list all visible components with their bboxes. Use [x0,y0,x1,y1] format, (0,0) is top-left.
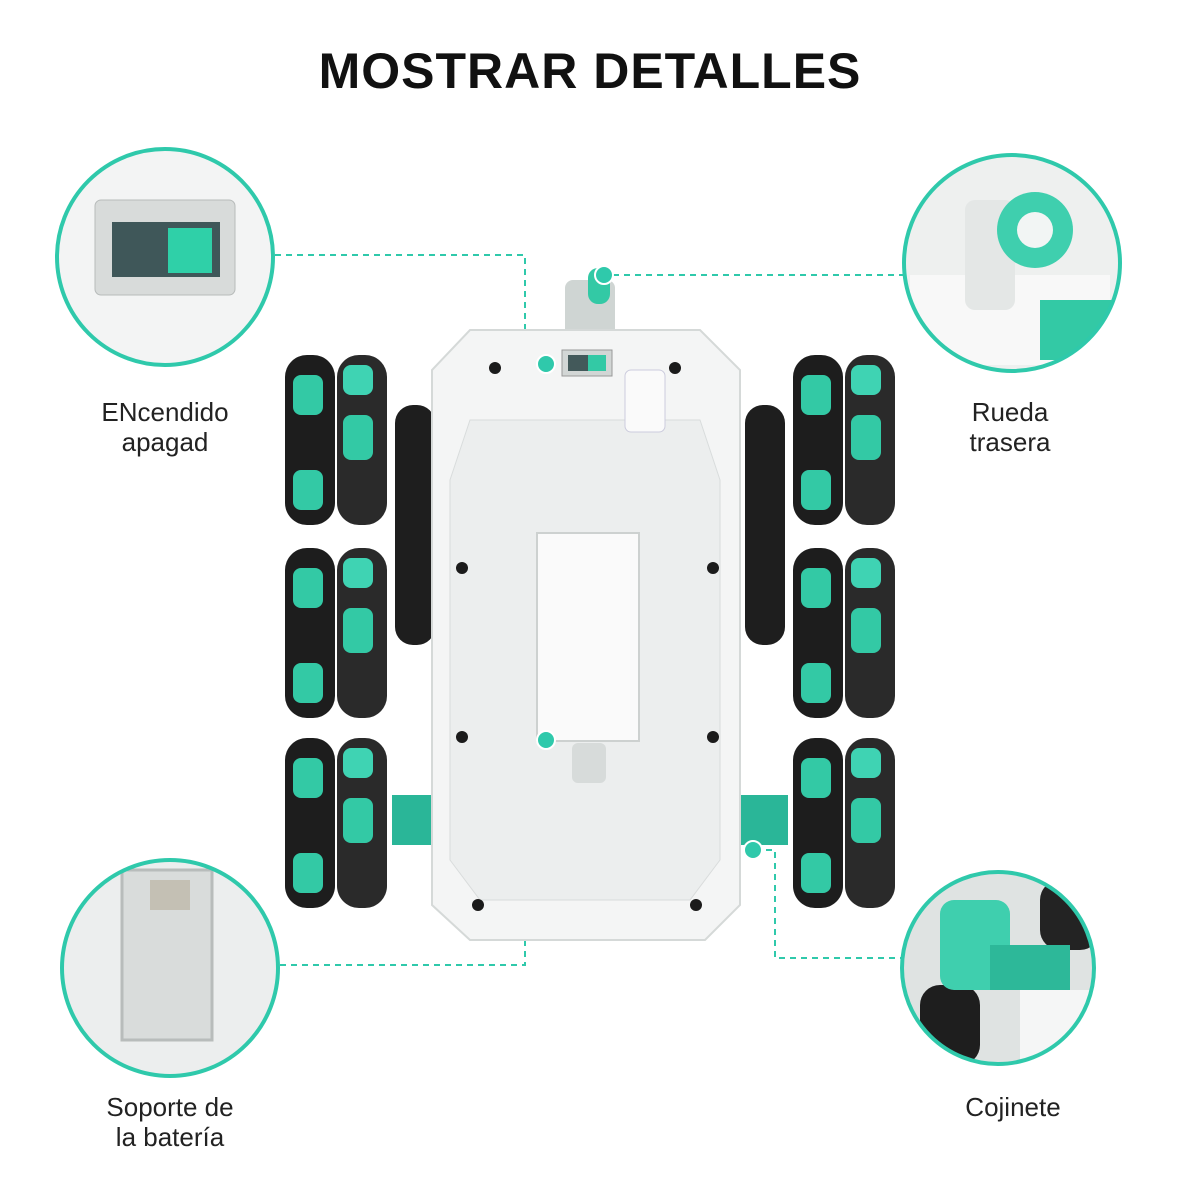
label-line: apagad [121,427,209,457]
label-battery-holder: Soporte de la batería [50,1092,290,1152]
label-line: trasera [969,427,1051,457]
label-rear-wheel: Rueda trasera [890,397,1130,457]
label-line: Cojinete [965,1092,1061,1122]
detail-battery-holder [60,858,280,1078]
label-line: la batería [115,1122,225,1152]
car-illustration [285,265,895,941]
detail-rear-wheel [902,153,1122,373]
label-line: ENcendido [101,397,229,427]
label-line: Rueda [971,397,1049,427]
page-title: MOSTRAR DETALLES [318,43,862,99]
detail-power-switch [55,147,275,367]
label-line: Soporte de [106,1092,234,1122]
detail-bearing [900,870,1096,1066]
label-bearing: Cojinete [893,1092,1133,1122]
label-power-switch: ENcendido apagad [45,397,285,457]
